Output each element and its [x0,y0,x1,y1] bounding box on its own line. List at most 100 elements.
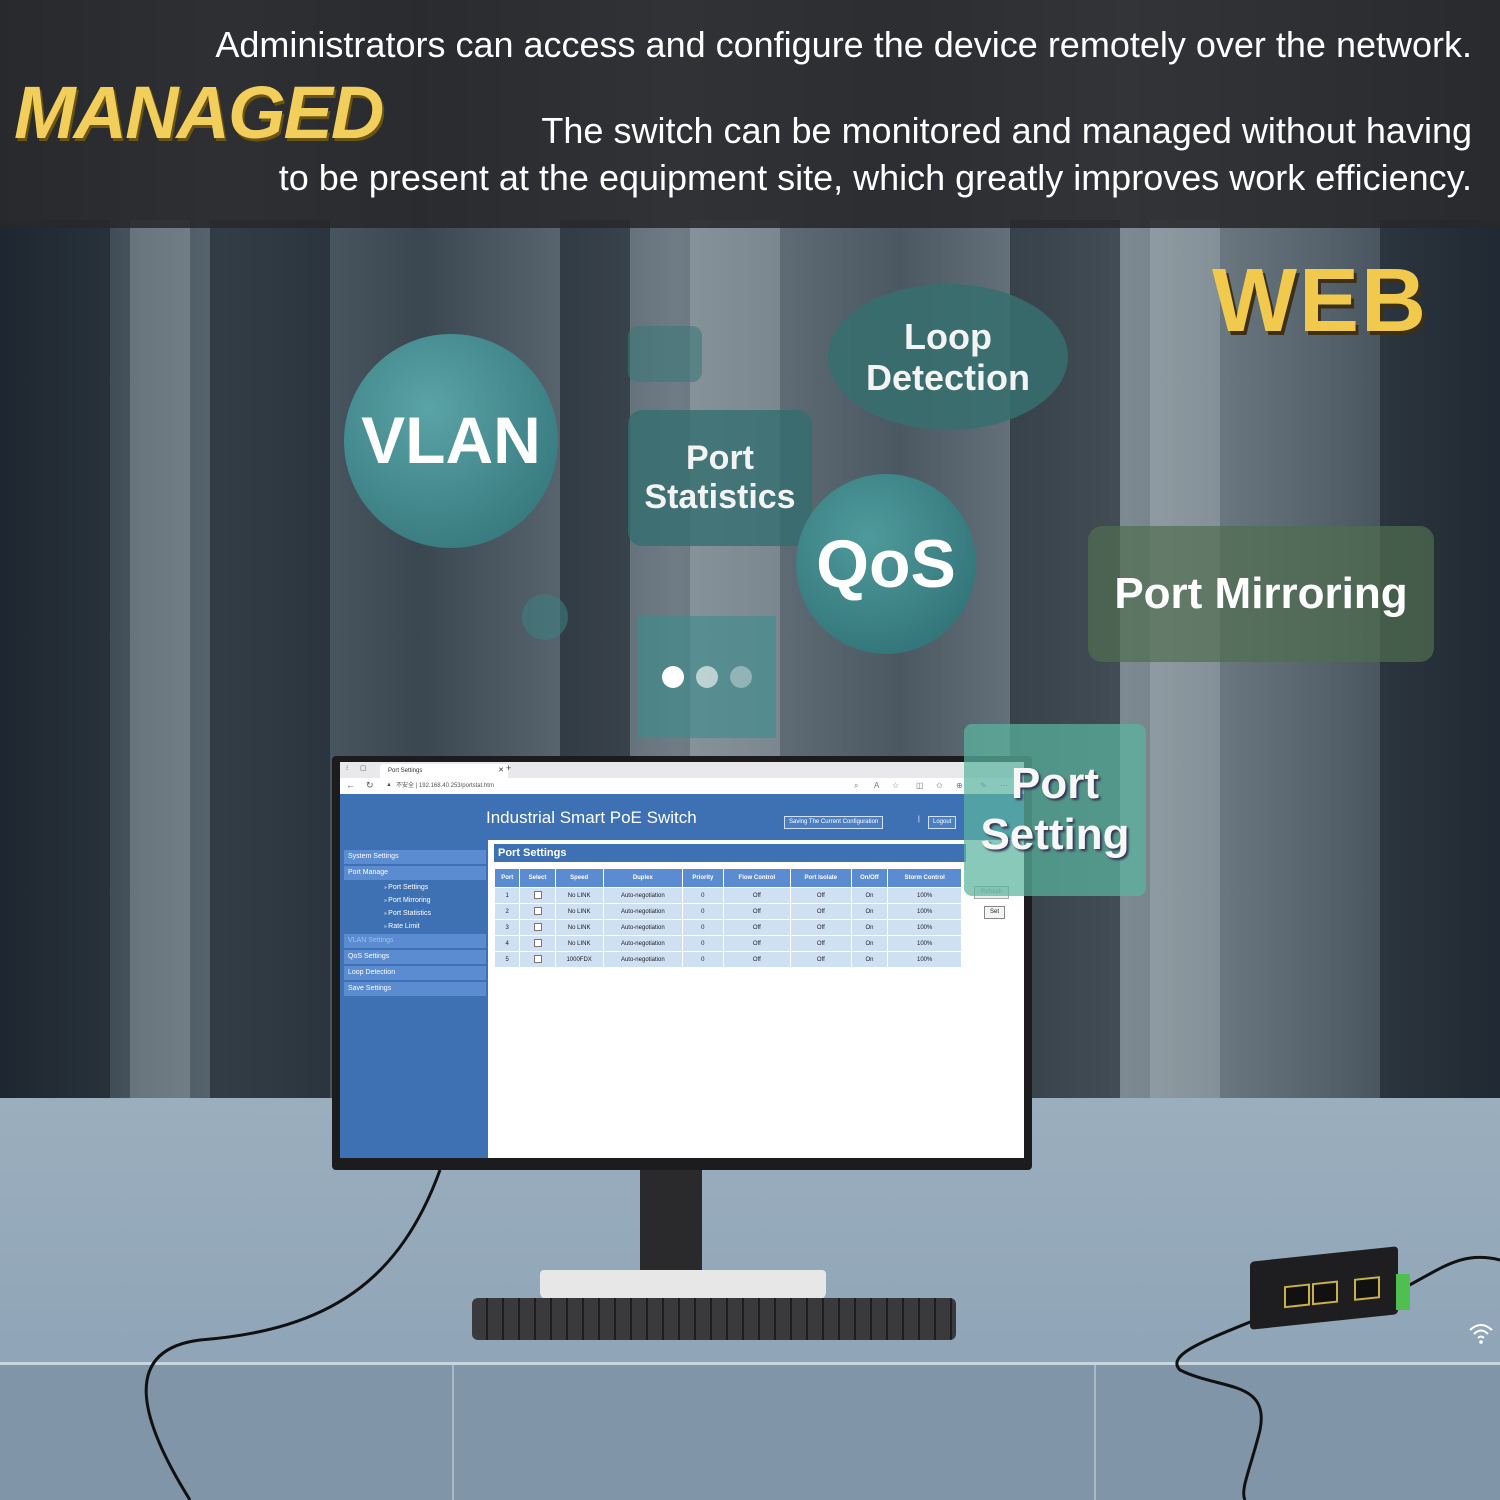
switch-admin-app: Industrial Smart PoE Switch Saving The C… [340,794,1024,1158]
sidebar-item[interactable]: VLAN Settings [344,934,486,948]
sidebar-item[interactable]: QoS Settings [344,950,486,964]
table-cell: 0 [681,951,724,968]
column-header: Port Isolate [790,868,852,888]
table-cell: 100% [887,919,962,936]
table-cell: No LINK [554,935,604,952]
security-label: 不安全 [396,783,415,789]
sidebar-item[interactable]: System Settings [344,850,486,864]
feature-port-statistics: Port Statistics [628,410,812,546]
collections-icon[interactable]: ⊕ [956,781,963,790]
header-line-3: to be present at the equipment site, whi… [278,157,1472,198]
header-line-1: Administrators can access and configure … [215,24,1472,65]
table-cell: Off [722,951,792,968]
dot-inactive[interactable] [730,666,752,688]
column-header: Duplex [602,868,683,888]
sidebar-item[interactable]: » Rate Limit [344,921,486,933]
ethernet-port [1312,1280,1338,1306]
table-cell: 5 [493,951,521,968]
table-cell: 100% [887,935,962,952]
select-checkbox[interactable] [533,906,542,915]
chevron-right-icon: » [384,911,389,917]
select-checkbox[interactable] [533,954,542,963]
column-header: Priority [681,868,724,888]
table-cell: On [850,903,889,920]
chevron-right-icon: » [384,898,389,904]
tab-overview-icon[interactable]: ▢ [360,765,367,772]
save-config-button[interactable]: Saving The Current Configuration [784,816,884,829]
select-checkbox[interactable] [533,938,542,947]
table-cell: No LINK [554,903,604,920]
tab-port-settings[interactable]: Port Settings ✕ [380,764,508,778]
desk-edge [0,1362,1500,1365]
reload-icon[interactable]: ↻ [366,780,374,790]
close-icon[interactable]: ✕ [498,767,504,774]
select-checkbox[interactable] [533,890,542,899]
table-cell: Auto-negotiation [602,887,683,904]
set-button[interactable]: Set [984,906,1006,919]
power-connector [1396,1274,1410,1310]
feature-loop-detection: Loop Detection [828,284,1068,430]
dot-active[interactable] [662,666,684,688]
sidebar-item-label: Port Statistics [388,910,431,917]
sidebar-item[interactable]: Port Manage [344,866,486,880]
logout-button[interactable]: Logout [928,816,957,829]
chevron-right-icon: » [384,924,389,930]
sidebar-item[interactable]: » Port Statistics [344,908,486,920]
url-field[interactable]: 不安全 | 192.168.40.253/portstat.htm [396,783,494,789]
table-cell: 100% [887,887,962,904]
tab-bar: ⁝ ▢ Port Settings ✕ + [340,762,1024,778]
select-checkbox[interactable] [533,922,542,931]
feature-loop-detection-label: Loop Detection [865,315,1031,398]
table-cell: Off [790,951,852,968]
header-separator: | [918,816,920,823]
table-cell: Off [722,903,792,920]
table-cell: 1 [493,887,521,904]
table-cell: Off [790,903,852,920]
warning-icon: ▲ [386,782,392,788]
favorite-icon[interactable]: ☆ [892,781,900,790]
table-cell: Auto-negotiation [602,903,683,920]
tab-title: Port Settings [388,768,423,774]
sidebar-item[interactable]: Loop Detection [344,966,486,980]
window-menu-icon[interactable]: ⁝ [346,765,349,772]
desk-seam [452,1365,454,1500]
dot-inactive[interactable] [696,666,718,688]
table-cell: Off [722,935,792,952]
new-tab-icon[interactable]: + [506,763,512,773]
favorites-icon[interactable]: ✩ [936,781,943,790]
url-text: 192.168.40.253/portstat.htm [418,783,494,789]
feature-port-setting: Port Setting [964,724,1146,896]
feature-vlan: VLAN [344,334,558,548]
table-cell: On [850,951,889,968]
sidebar-item[interactable]: » Port Mirroring [344,895,486,907]
back-icon[interactable]: ← [346,780,355,790]
feature-port-setting-label: Port Setting [980,759,1130,859]
sidebar-item[interactable]: Save Settings [344,982,486,996]
chevron-right-icon: » [384,885,389,891]
app-title: Industrial Smart PoE Switch [486,808,697,827]
address-bar: ← ↻ ▲ 不安全 | 192.168.40.253/portstat.htm … [340,778,1024,795]
table-cell: 2 [493,903,521,920]
sidebar-item[interactable]: » Port Settings [344,882,486,894]
table-cell: 100% [887,903,962,920]
zoom-icon[interactable]: ⌕ [854,781,859,790]
table-cell [519,903,556,920]
monitor: ⁝ ▢ Port Settings ✕ + ← ↻ ▲ 不安全 | 192.16… [332,756,1032,1170]
table-cell: Off [722,919,792,936]
table-cell: 3 [493,919,521,936]
split-screen-icon[interactable]: ◫ [916,781,924,790]
table-cell: Auto-negotiation [602,919,683,936]
browser-window: ⁝ ▢ Port Settings ✕ + ← ↻ ▲ 不安全 | 192.16… [340,762,1024,1158]
read-aloud-icon[interactable]: A [874,781,880,790]
table-cell [519,935,556,952]
feature-port-mirroring: Port Mirroring [1088,526,1434,662]
column-header: Speed [554,868,604,888]
header-line-2: The switch can be monitored and managed … [541,110,1472,151]
server-rack [0,220,110,1100]
column-header: On/Off [850,868,889,888]
column-header: Flow Control [722,868,792,888]
